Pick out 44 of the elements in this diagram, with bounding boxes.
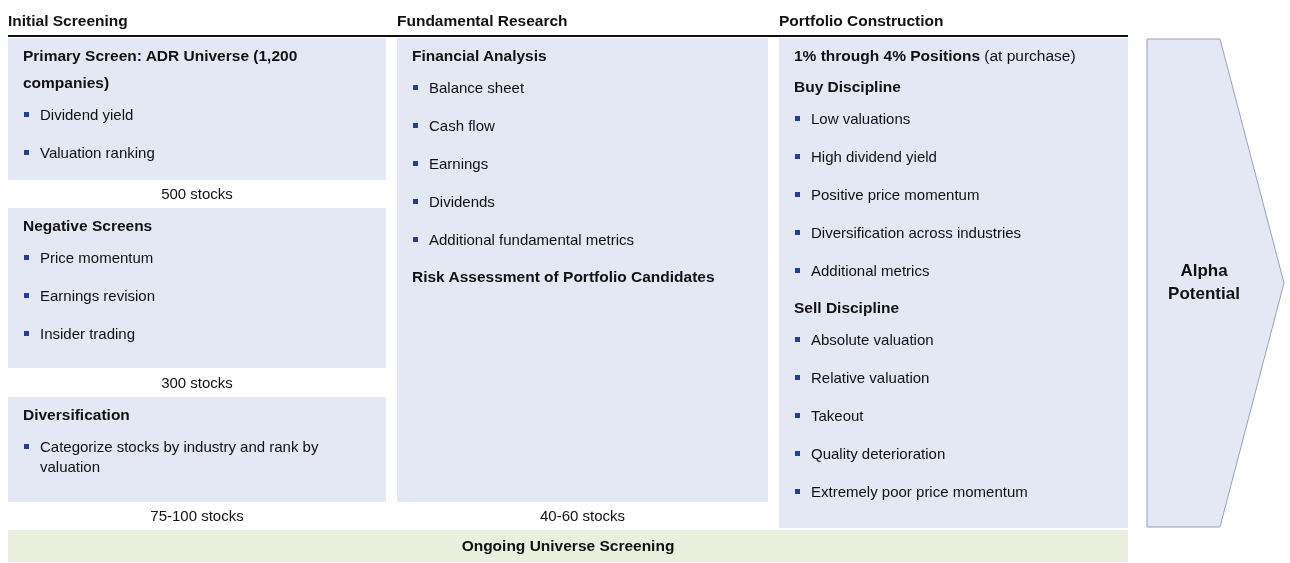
bullet-item: Takeout — [794, 397, 1114, 435]
panel-heading: Sell Discipline — [794, 298, 901, 318]
bullet-item: Absolute valuation — [794, 321, 1114, 359]
step-panel — [8, 208, 386, 368]
bullet-item: Quality deterioration — [794, 435, 1114, 473]
step-panel — [397, 38, 768, 502]
bullet-item: Dividends — [412, 183, 754, 221]
panel-heading: 1% through 4% Positions (at purchase) — [794, 46, 1077, 66]
band-label: Ongoing Universe Screening — [461, 537, 675, 554]
bullet-item: Earnings revision — [23, 277, 372, 315]
bullet-item: Earnings — [412, 145, 754, 183]
column-heading: Fundamental Research — [397, 11, 569, 31]
bullet-item: Diversification across industries — [794, 214, 1114, 252]
stock-count: 75-100 stocks — [149, 506, 245, 526]
bullet-item: Extremely poor price momentum — [794, 473, 1114, 511]
bullet-item: Price momentum — [23, 239, 372, 277]
panel-heading: Buy Discipline — [794, 77, 902, 97]
bullet-item: Valuation ranking — [23, 134, 372, 172]
bullet-item: Dividend yield — [23, 96, 372, 134]
bullet-item: Balance sheet — [412, 69, 754, 107]
bullet-item: Relative valuation — [794, 359, 1114, 397]
bullet-item: Cash flow — [412, 107, 754, 145]
bullet-item: Additional metrics — [794, 252, 1114, 290]
step-panel — [8, 38, 386, 180]
step-panel — [779, 38, 1128, 528]
chevron-label: Alpha Potential — [1167, 260, 1241, 305]
bullet-item: Positive price momentum — [794, 176, 1114, 214]
bullet-item: Insider trading — [23, 315, 372, 353]
panel-heading: Diversification — [23, 405, 131, 425]
panel-heading: Financial Analysis — [412, 46, 548, 66]
panel-heading: Risk Assessment of Portfolio Candidates — [412, 267, 716, 287]
stock-count: 300 stocks — [160, 373, 234, 393]
column-heading: Portfolio Construction — [779, 11, 945, 31]
bullet-item: Low valuations — [794, 100, 1114, 138]
bullet-item: Categorize stocks by industry and rank by valuation — [23, 428, 372, 486]
panel-heading: Negative Screens — [23, 216, 154, 236]
panel-heading: Primary Screen: ADR Universe (1,200 companies) — [23, 46, 299, 93]
stock-count: 40-60 stocks — [538, 506, 626, 526]
screening-band — [8, 530, 1128, 562]
stock-count: 500 stocks — [160, 184, 234, 204]
column-heading: Initial Screening — [8, 11, 129, 31]
bullet-item: High dividend yield — [794, 138, 1114, 176]
bullet-item: Additional fundamental metrics — [412, 221, 754, 259]
step-panel — [8, 397, 386, 502]
